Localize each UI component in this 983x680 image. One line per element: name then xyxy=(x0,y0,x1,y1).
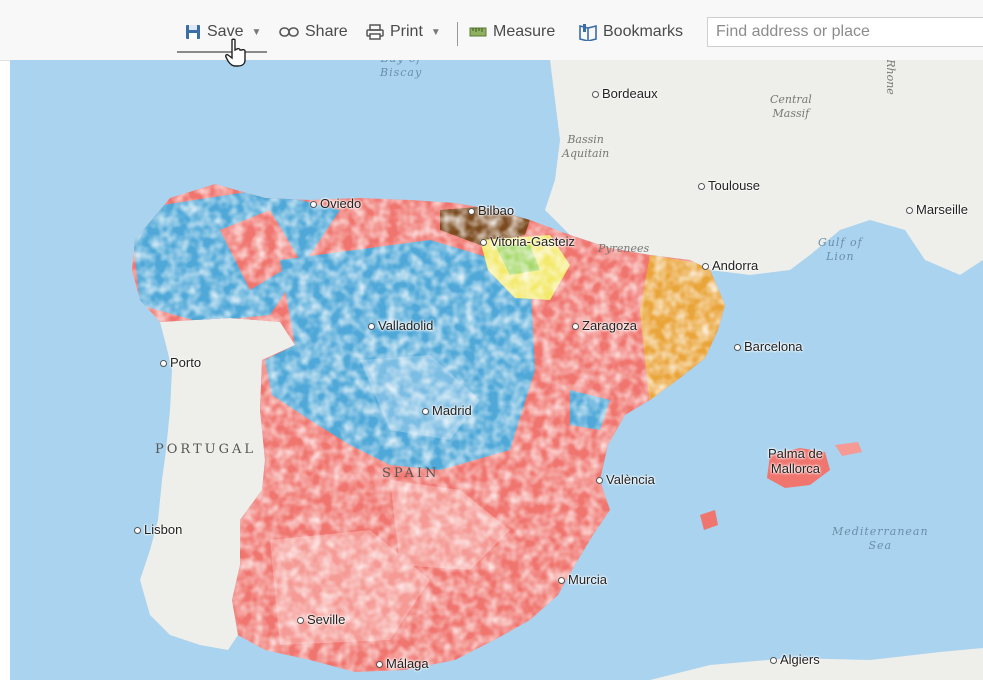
balearic-islands xyxy=(767,448,830,488)
city-label-bilbao: Bilbao xyxy=(468,203,514,218)
city-label-lisbon: Lisbon xyxy=(134,522,182,537)
map-canvas xyxy=(132,60,983,680)
city-label-porto: Porto xyxy=(160,355,201,370)
country-label-portugal: PORTUGAL xyxy=(155,442,256,457)
map-view[interactable]: Bay of Biscay Gulf of Lion Mediterranean… xyxy=(10,60,983,680)
bookmarks-button[interactable]: Bookmarks xyxy=(579,20,683,44)
chevron-down-icon: ▼ xyxy=(430,26,441,38)
bookmark-book-icon xyxy=(579,24,597,41)
city-label-oviedo: Oviedo xyxy=(310,196,361,211)
print-label: Print xyxy=(390,23,423,40)
map-toolbar: Save ▼ Share Print ▼ Measure Bookmarks xyxy=(0,0,983,61)
city-label-madrid: Madrid xyxy=(422,403,472,418)
chevron-down-icon: ▼ xyxy=(251,26,262,38)
city-label-malaga: Málaga xyxy=(376,656,429,671)
hand-pointer-cursor-icon xyxy=(225,38,246,67)
city-label-zaragoza: Zaragoza xyxy=(572,318,637,333)
toolbar-divider xyxy=(457,22,458,46)
city-label-andorra: Andorra xyxy=(702,258,758,273)
portugal-landmass xyxy=(140,318,295,650)
share-label: Share xyxy=(305,23,348,40)
region-label-pyrenees: Pyrenees xyxy=(598,242,650,255)
city-label-murcia: Murcia xyxy=(558,572,607,587)
share-button[interactable]: Share xyxy=(279,20,348,44)
link-icon xyxy=(279,27,299,37)
measure-button[interactable]: Measure xyxy=(469,20,555,44)
printer-icon xyxy=(366,24,384,40)
city-label-algiers: Algiers xyxy=(770,652,820,667)
save-label: Save xyxy=(207,23,244,40)
region-label-central-massif: Central Massif xyxy=(770,93,812,120)
floppy-disk-icon xyxy=(186,25,200,39)
measure-label: Measure xyxy=(493,23,556,40)
city-label-bordeaux: Bordeaux xyxy=(592,86,658,101)
city-label-valladolid: Valladolid xyxy=(368,318,433,333)
city-label-vitoria-gasteiz: Vitoria-Gasteiz xyxy=(480,234,575,249)
city-label-palma-de-mallorca: Palma de Mallorca xyxy=(768,446,823,476)
region-label-bassin-aquitain: Bassin Aquitain xyxy=(562,133,610,160)
city-label-seville: Seville xyxy=(297,612,345,627)
city-label-toulouse: Toulouse xyxy=(698,178,760,193)
search-input[interactable] xyxy=(707,17,983,47)
bookmarks-label: Bookmarks xyxy=(603,23,684,40)
save-hover-underline xyxy=(177,51,267,53)
water-label-biscay: Bay of Biscay xyxy=(380,60,423,79)
water-label-mediterranean: Mediterranean Sea xyxy=(832,525,929,552)
ruler-icon xyxy=(469,27,487,37)
save-button[interactable]: Save ▼ xyxy=(185,20,261,44)
city-label-marseille: Marseille xyxy=(906,202,968,217)
print-button[interactable]: Print ▼ xyxy=(366,20,441,44)
country-label-spain: SPAIN xyxy=(382,466,440,481)
france-landmass xyxy=(545,60,983,275)
water-label-gulf-of-lion: Gulf of Lion xyxy=(818,236,863,263)
city-label-barcelona: Barcelona xyxy=(734,339,803,354)
menorca-island xyxy=(835,442,862,456)
city-label-valencia: València xyxy=(596,472,655,487)
region-label-rhone: Rhone xyxy=(883,60,897,95)
ibiza-island xyxy=(700,510,718,530)
